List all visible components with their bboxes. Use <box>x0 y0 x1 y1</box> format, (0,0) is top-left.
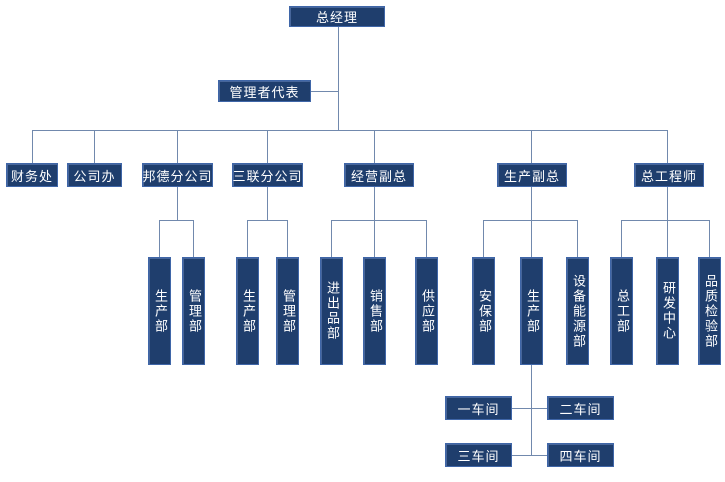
node-management-representative: 管理者代表 <box>218 80 311 102</box>
node-management-dept-bangde: 管理部 <box>182 257 205 365</box>
connector-line <box>311 91 338 92</box>
node-quality-inspection-dept: 品质检验部 <box>698 257 721 365</box>
node-operations-deputy-gm: 经营副总 <box>344 163 414 187</box>
node-finance-dept: 财务处 <box>6 163 58 187</box>
connector-line <box>247 220 248 257</box>
node-workshop-2: 二车间 <box>547 396 614 420</box>
connector-line <box>531 130 532 163</box>
connector-line <box>32 130 33 163</box>
node-sanlian-branch: 三联分公司 <box>232 163 303 187</box>
node-security-dept: 安保部 <box>472 257 495 365</box>
node-production-dept-bangde: 生产部 <box>148 257 171 365</box>
node-workshop-3: 三车间 <box>445 443 512 467</box>
connector-line <box>177 130 178 163</box>
node-workshop-4: 四车间 <box>547 443 614 467</box>
node-supply-dept: 供应部 <box>415 257 438 365</box>
connector-line <box>159 220 194 221</box>
node-production-deputy-gm: 生产副总 <box>497 163 567 187</box>
connector-line <box>531 220 532 257</box>
connector-line <box>709 220 710 257</box>
node-chief-engineer-dept: 总工部 <box>610 257 633 365</box>
connector-line <box>94 130 95 163</box>
connector-line <box>483 220 484 257</box>
connector-line <box>531 365 532 455</box>
node-sales-dept: 销售部 <box>363 257 386 365</box>
connector-line <box>338 27 339 130</box>
node-bangde-branch: 邦德分公司 <box>142 163 213 187</box>
connector-line <box>331 220 427 221</box>
connector-line <box>374 187 375 220</box>
node-management-dept-sanlian: 管理部 <box>276 257 299 365</box>
connector-line <box>621 220 710 221</box>
connector-line <box>267 130 268 163</box>
connector-line <box>374 220 375 257</box>
connector-line <box>177 187 178 220</box>
connector-line <box>247 220 288 221</box>
connector-line <box>483 220 578 221</box>
node-general-manager: 总经理 <box>289 6 385 27</box>
connector-line <box>32 130 668 131</box>
node-rd-center: 研发中心 <box>656 257 679 365</box>
connector-line <box>287 220 288 257</box>
node-production-dept-sanlian: 生产部 <box>236 257 259 365</box>
connector-line <box>531 187 532 220</box>
connector-line <box>331 220 332 257</box>
connector-line <box>667 130 668 163</box>
connector-line <box>667 187 668 220</box>
connector-line <box>193 220 194 257</box>
connector-line <box>159 220 160 257</box>
node-chief-engineer: 总工程师 <box>634 163 704 187</box>
node-workshop-1: 一车间 <box>445 396 512 420</box>
connector-line <box>621 220 622 257</box>
connector-line <box>512 408 547 409</box>
connector-line <box>512 455 547 456</box>
connector-line <box>667 220 668 257</box>
connector-line <box>374 130 375 163</box>
node-import-export-dept: 进出品部 <box>320 257 343 365</box>
node-equipment-energy-dept: 设备能源部 <box>566 257 589 365</box>
node-company-office: 公司办 <box>67 163 122 187</box>
node-production-dept: 生产部 <box>520 257 543 365</box>
connector-line <box>267 187 268 220</box>
connector-line <box>577 220 578 257</box>
connector-line <box>426 220 427 257</box>
